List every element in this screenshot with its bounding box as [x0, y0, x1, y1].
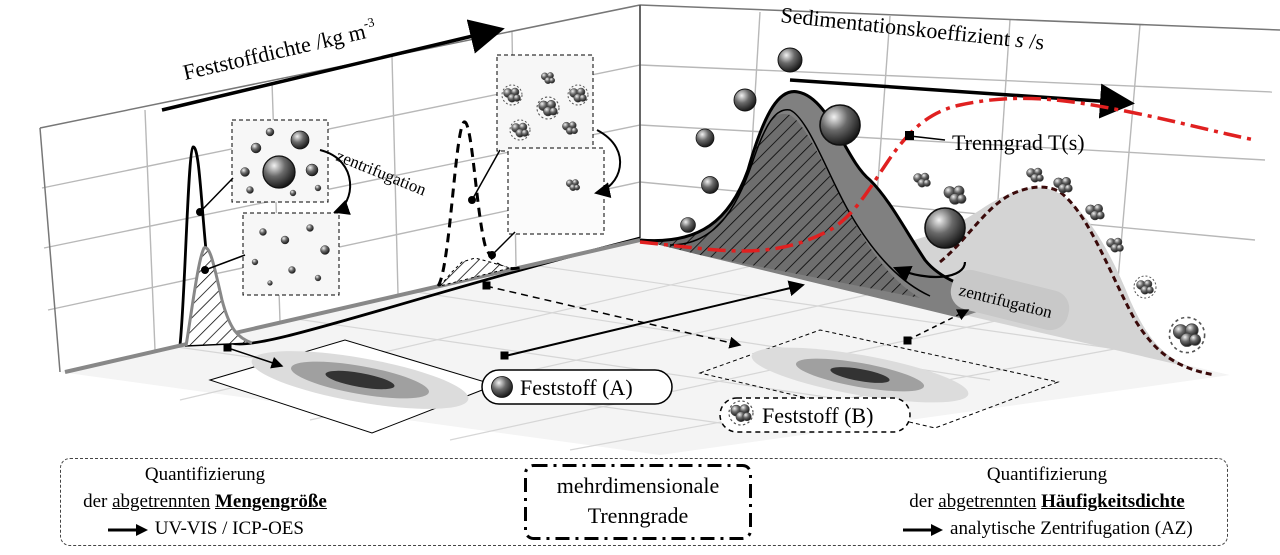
- right-wall-agglomerates: [913, 167, 1206, 354]
- left-line3: UV-VIS / ICP-OES: [75, 515, 335, 542]
- right-line1: Quantifizierung: [986, 464, 1108, 485]
- center-line1: mehrdimensionale: [556, 473, 720, 498]
- left-line1: Quantifizierung: [144, 464, 266, 485]
- solid-a-label: Feststoff (A): [520, 375, 633, 400]
- sediment-distribution-dark: [639, 90, 1011, 318]
- particle-panel-b-after: [507, 147, 605, 235]
- trenngrad-curve: [639, 96, 1256, 253]
- trenngrad-callout: Trenngrad T(s): [905, 130, 1085, 155]
- right-line3: analytische Zentrifugation (AZ): [877, 515, 1217, 542]
- right-line2: der abgetrennten Häufigkeitsdichte: [909, 491, 1185, 512]
- solid-b-label: Feststoff (B): [762, 403, 873, 428]
- quantification-left: Quantifizierung der abgetrennten Mengeng…: [75, 461, 335, 542]
- particle-panel-a-before: [231, 119, 329, 203]
- particle-panel-b-before: [496, 54, 594, 152]
- quantification-right: Quantifizierung der abgetrennten Häufigk…: [877, 461, 1217, 542]
- trenngrad-label: Trenngrad T(s): [952, 130, 1085, 155]
- centrifugation-arrows-left: [196, 129, 622, 274]
- arrow-icon: [108, 523, 149, 536]
- quantification-panel: Quantifizierung der abgetrennten Mengeng…: [60, 458, 1228, 546]
- multidim-separation-box: mehrdimensionale Trenngrade: [524, 464, 752, 540]
- density-distribution-dashed: [436, 120, 521, 287]
- sphere-icon: [491, 376, 513, 398]
- center-line2: Trenngrade: [587, 503, 689, 528]
- projection-arrows: [223, 280, 970, 369]
- agglomerate-icon: [728, 400, 754, 426]
- left-line2: der abgetrennten Mengengröße: [83, 491, 327, 512]
- arrow-icon: [903, 523, 944, 536]
- legend-solid-a: Feststoff (A): [481, 369, 673, 405]
- legend-solid-b: Feststoff (B): [719, 397, 911, 433]
- particle-panel-a-after: [242, 212, 340, 296]
